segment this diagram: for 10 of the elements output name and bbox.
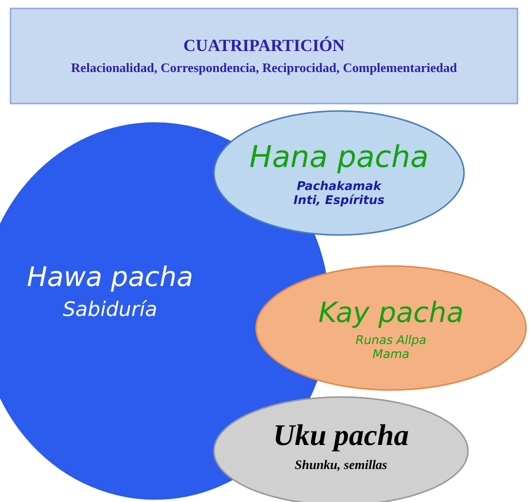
- heading-text: CUATRIPARTICIÓN: [183, 36, 345, 56]
- subheading-text: Relacionalidad, Correspondencia, Reciprocidad, Complementariedad: [70, 60, 458, 76]
- ellipse-title: Uku pacha: [273, 419, 409, 453]
- circle-text: Sabiduría: [62, 296, 158, 320]
- ellipse-title: Hana pacha: [249, 140, 429, 174]
- ellipse-title: Kay pacha: [318, 296, 464, 328]
- circle-title: Hawa pacha: [26, 262, 194, 292]
- ellipse-text: Runas Allpa Mama: [354, 332, 428, 360]
- ellipse-text: Shunku, semillas: [294, 457, 388, 473]
- ellipse-text: Pachakamak Inti, Espíritus: [292, 178, 386, 206]
